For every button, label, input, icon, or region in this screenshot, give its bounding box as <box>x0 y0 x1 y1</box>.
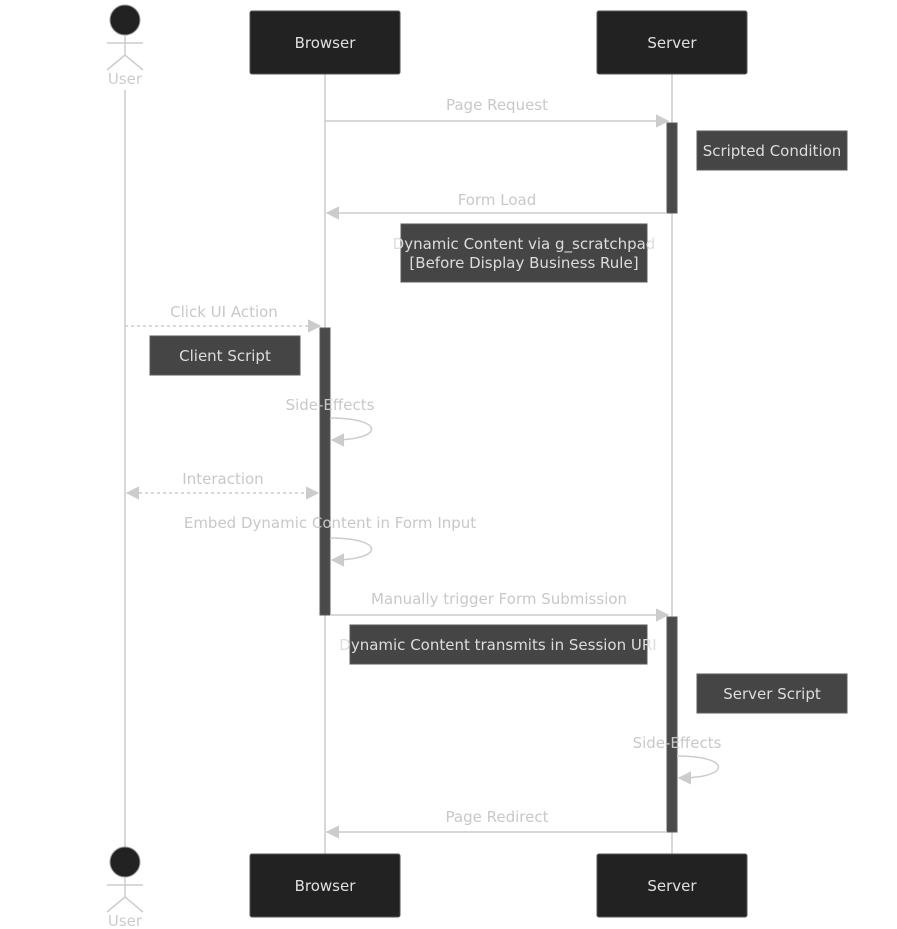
user-actor-bottom-leg-right <box>124 896 144 913</box>
server-participant-bottom: Server <box>596 853 748 918</box>
session-uri-note: Dynamic Content transmits in Session URI <box>339 624 657 665</box>
user-actor-top: User <box>106 4 144 88</box>
scripted-condition-text: Scripted Condition <box>703 142 842 160</box>
session-uri-text: Dynamic Content transmits in Session URI <box>339 636 656 654</box>
session-uri-box <box>349 624 648 665</box>
side-effects-server-loop <box>676 755 720 785</box>
page-request-label: Page Request <box>446 96 548 114</box>
user-actor-leg-left <box>106 54 126 71</box>
user-actor-bottom-leg-left <box>106 896 126 913</box>
browser-participant-bottom-box <box>249 853 401 918</box>
server-script-note: Server Script <box>696 673 848 714</box>
dynamic-content-text-line1: Dynamic Content via g_scratchpad <box>393 235 656 254</box>
server-participant-bottom-label: Server <box>647 877 697 895</box>
side-effects-client-label: Side-Effects <box>286 396 375 414</box>
user-actor-bottom-label: User <box>108 912 143 929</box>
click-ui-action-label: Click UI Action <box>170 303 278 321</box>
browser-participant-bottom-label: Browser <box>295 877 357 895</box>
interaction-label: Interaction <box>182 470 263 488</box>
form-load-label: Form Load <box>458 191 537 209</box>
embed-dynamic-content-label: Embed Dynamic Content in Form Input <box>184 514 476 532</box>
user-actor-bottom: User <box>106 846 144 929</box>
client-script-text: Client Script <box>179 347 271 365</box>
server-activation-2 <box>666 616 678 833</box>
browser-participant-bottom: Browser <box>249 853 401 918</box>
dynamic-content-text-line2: [Before Display Business Rule] <box>409 254 638 272</box>
browser-participant-box <box>249 10 401 75</box>
user-actor-bottom-head <box>109 846 141 878</box>
browser-activation <box>319 327 331 616</box>
server-script-text: Server Script <box>723 685 821 703</box>
side-effects-client-loop <box>329 417 373 447</box>
user-actor-leg-right <box>124 54 144 71</box>
user-actor-head <box>109 4 141 36</box>
server-participant-box <box>596 10 748 75</box>
client-script-box <box>149 335 301 376</box>
manual-submission-label: Manually trigger Form Submission <box>371 590 627 608</box>
server-script-box <box>696 673 848 714</box>
scripted-condition-box <box>696 130 848 171</box>
page-redirect-label: Page Redirect <box>446 808 549 826</box>
server-participant-label: Server <box>647 34 697 52</box>
dynamic-content-note: Dynamic Content via g_scratchpad [Before… <box>393 223 656 283</box>
embed-dynamic-content-loop <box>329 537 373 567</box>
scripted-condition-note: Scripted Condition <box>696 130 848 171</box>
client-script-note: Client Script <box>149 335 301 376</box>
browser-participant-label: Browser <box>295 34 357 52</box>
dynamic-content-box <box>400 223 648 283</box>
server-activation-1 <box>666 122 678 214</box>
server-participant-bottom-box <box>596 853 748 918</box>
side-effects-server-label: Side-Effects <box>633 734 722 752</box>
server-participant-top: Server <box>596 10 748 75</box>
browser-participant-top: Browser <box>249 10 401 75</box>
user-actor-label: User <box>108 70 143 88</box>
